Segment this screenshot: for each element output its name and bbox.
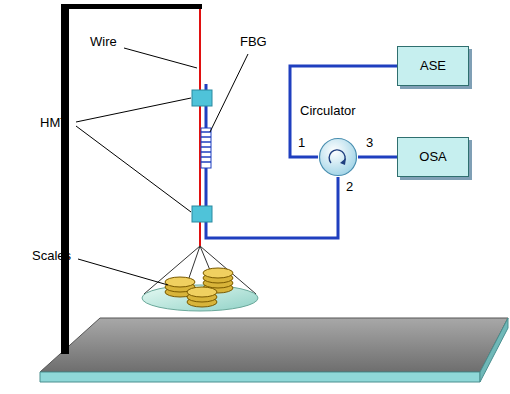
port-number: 2 <box>346 180 353 195</box>
hmt-block <box>192 206 212 222</box>
source-box: ASE <box>397 46 469 86</box>
node-text: Circulator <box>300 104 356 119</box>
base-side <box>480 318 508 382</box>
part-name: Scales <box>32 249 71 264</box>
fiber-connector <box>358 157 397 158</box>
stand-arm <box>61 4 202 9</box>
port-number: 1 <box>298 136 305 151</box>
circulator-circle <box>318 137 358 177</box>
weights <box>165 268 233 307</box>
leader-lines <box>76 48 248 285</box>
base-front <box>40 372 480 382</box>
node-text: OSA <box>419 150 446 165</box>
port-number: 3 <box>366 136 373 151</box>
scale-pan <box>142 285 258 311</box>
node-text: ASE <box>420 59 446 74</box>
part-name: FBG <box>240 35 267 50</box>
hmt-block <box>192 90 212 106</box>
circulator-symbol: Circulator <box>318 137 358 177</box>
fbg-grating <box>201 128 211 168</box>
part-name: HMT <box>40 116 68 131</box>
stand-pole <box>61 4 69 354</box>
base-plate <box>40 318 508 372</box>
part-name: Wire <box>90 35 117 50</box>
analyzer-box: OSA <box>397 137 469 177</box>
